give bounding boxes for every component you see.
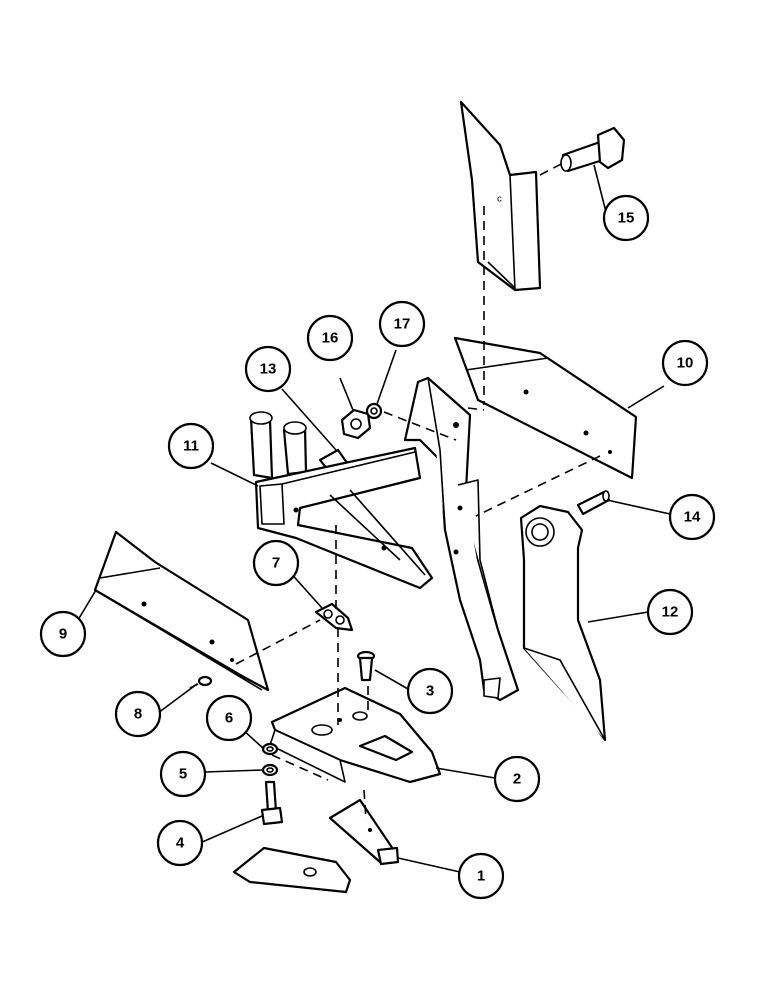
callout-label: 15 [618,210,635,227]
part-7-clip [314,602,354,632]
part-14-pin [576,490,611,516]
callout-14: 14 [668,493,716,541]
callout-label: 9 [59,626,67,643]
part-16-nut [340,408,372,440]
svg-text:ᶜ: ᶜ [497,192,502,208]
callout-10: 10 [661,339,709,387]
callout-label: 11 [183,438,199,455]
callout-13: 13 [244,345,292,393]
callout-5: 5 [159,750,207,798]
callout-label: 5 [179,766,187,783]
part-17-lock-washer [365,402,383,420]
callout-3: 3 [406,667,454,715]
part-15-bolt [560,126,626,173]
callout-label: 8 [134,706,142,723]
callout-8: 8 [114,690,162,738]
callout-1: 1 [457,852,505,900]
callout-label: 4 [176,835,185,852]
part-10-right-wing [453,336,638,480]
callout-11: 11 [167,422,215,470]
callout-16: 16 [306,314,354,362]
part-2-point-holder [269,686,442,784]
callout-label: 13 [260,361,277,378]
part-11-frame [254,446,434,590]
callout-label: 17 [394,316,411,333]
part-4-bolt [260,780,284,826]
callout-15: 15 [602,194,650,242]
callout-label: 6 [225,710,233,727]
part-3-plow-bolt [356,650,376,682]
part-9-left-wing [93,530,270,692]
leader-lines [77,164,671,873]
callout-label: 2 [513,771,521,788]
callout-label: 10 [677,355,694,372]
part-1-point [328,798,400,866]
part-6-washer [261,742,279,756]
callout-label: 1 [477,868,485,885]
shank-beam: ᶜ [459,100,542,292]
part-1-point-loose [232,846,352,894]
callout-label: 7 [272,555,280,572]
callout-9: 9 [39,610,87,658]
callout-label: 3 [426,683,434,700]
callout-12: 12 [646,588,694,636]
callout-2: 2 [493,755,541,803]
callout-6: 6 [205,694,253,742]
callout-7: 7 [252,539,300,587]
standard-shank [403,376,520,702]
callout-label: 16 [322,330,339,347]
callout-label: 14 [684,509,701,526]
callout-4: 4 [156,819,204,867]
part-12-point-shank [519,504,607,742]
assembly-lines [235,161,601,821]
callout-label: 12 [662,604,679,621]
part-5-washer [261,763,279,777]
callout-17: 17 [378,300,426,348]
